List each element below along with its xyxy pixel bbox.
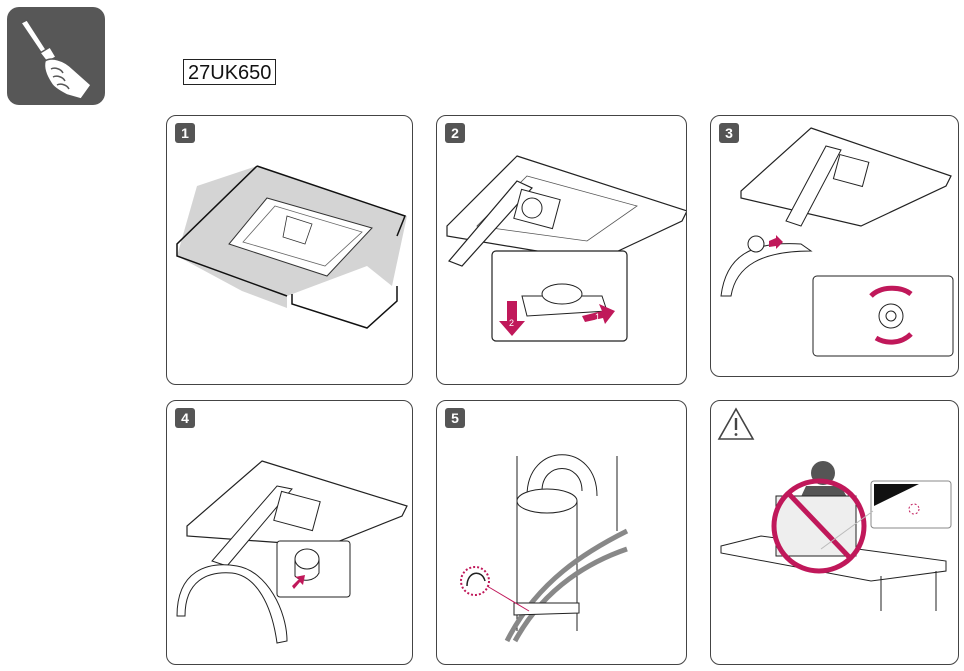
step-panel-5: 5	[436, 400, 687, 665]
step-panel-1: 1	[166, 115, 413, 385]
screwdriver-hand-icon	[7, 7, 105, 105]
step-badge: 2	[445, 123, 465, 143]
attach-base-illustration	[720, 127, 954, 357]
detach-stand-illustration: 2 1	[446, 155, 686, 342]
svg-text:2: 2	[509, 318, 514, 328]
do-not-stand-upright-illustration	[720, 461, 952, 611]
step-badge: 5	[445, 408, 465, 428]
release-button-illustration	[176, 460, 408, 644]
step-panel-4: 4	[166, 400, 413, 665]
model-label: 27UK650	[183, 59, 277, 85]
warning-icon	[717, 407, 755, 440]
step-panel-3: 3	[710, 115, 959, 377]
cable-management-illustration	[460, 454, 629, 643]
svg-text:1: 1	[595, 312, 600, 322]
step-badge: 3	[719, 123, 739, 143]
step-badge: 4	[175, 408, 195, 428]
step-panel-2: 2 1 2	[436, 115, 687, 385]
monitor-on-cushion-illustration	[176, 165, 407, 329]
step-badge: 1	[175, 123, 195, 143]
warning-panel	[710, 400, 959, 665]
